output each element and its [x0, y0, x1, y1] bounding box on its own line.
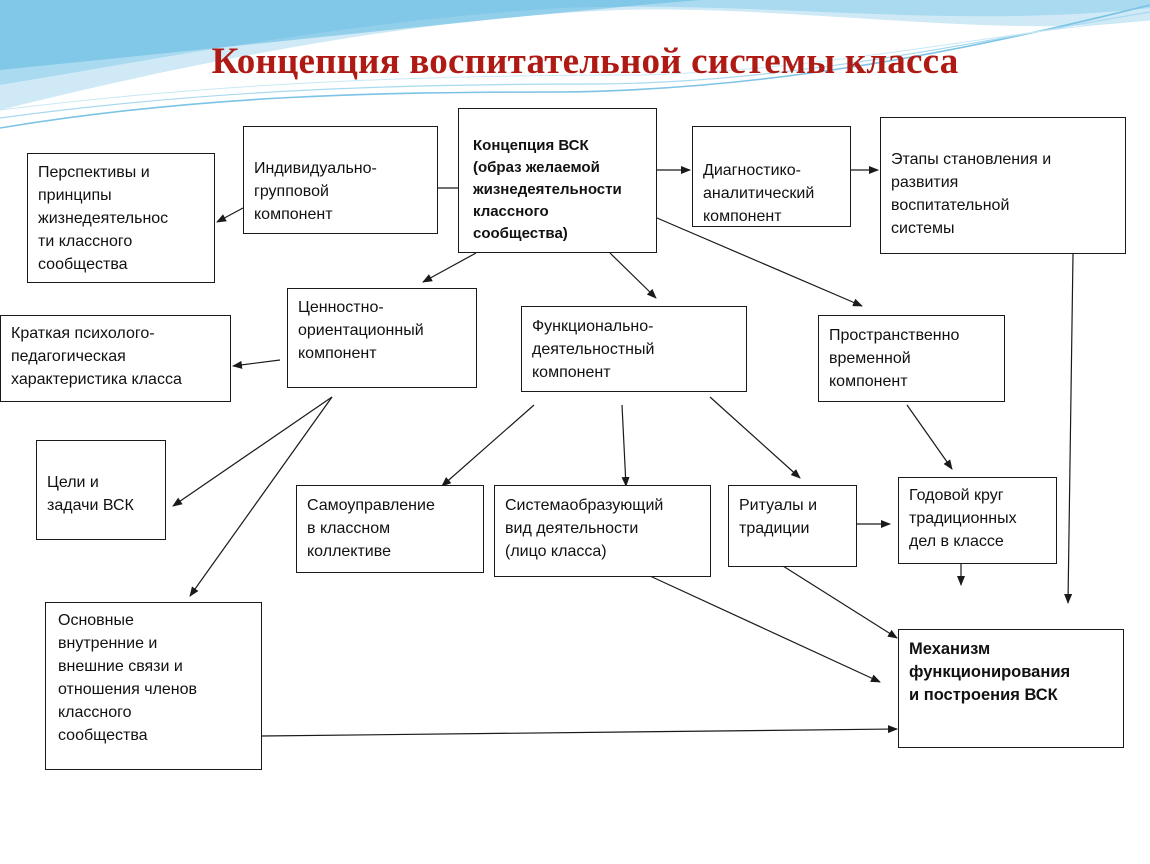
node-selfgov: Самоуправление в классном коллективе — [296, 485, 484, 573]
page-title: Концепция воспитательной системы класса — [211, 41, 959, 82]
node-mechanism: Механизм функционирования и построения В… — [898, 629, 1124, 748]
node-goals: Цели и задачи ВСК — [36, 440, 166, 540]
node-spatial: Пространственно временной компонент — [818, 315, 1005, 402]
node-individual: Индивидуально- групповой компонент — [243, 126, 438, 234]
node-value: Ценностно- ориентационный компонент — [287, 288, 477, 388]
node-stages: Этапы становления и развития воспитатель… — [880, 117, 1126, 254]
node-rituals: Ритуалы и традиции — [728, 485, 857, 567]
wave-3 — [0, 0, 700, 70]
wave-line-3 — [0, 19, 1150, 111]
node-system: Системаобразующий вид деятельности (лицо… — [494, 485, 711, 577]
node-perspectives: Перспективы и принципы жизнедеятельнос т… — [27, 153, 215, 283]
node-functional: Функционально- деятельностный компонент — [521, 306, 747, 392]
node-characteristic: Краткая психолого- педагогическая характ… — [0, 315, 231, 402]
node-diagnostic: Диагностико- аналитический компонент — [692, 126, 851, 227]
node-concept: Концепция ВСК (образ желаемой жизнедеяте… — [458, 108, 657, 253]
node-relations: Основные внутренние и внешние связи и от… — [45, 602, 262, 770]
node-annual: Годовой круг традиционных дел в классе — [898, 477, 1057, 564]
wave-line-2 — [0, 11, 1150, 119]
wave-line-1 — [0, 4, 1150, 129]
